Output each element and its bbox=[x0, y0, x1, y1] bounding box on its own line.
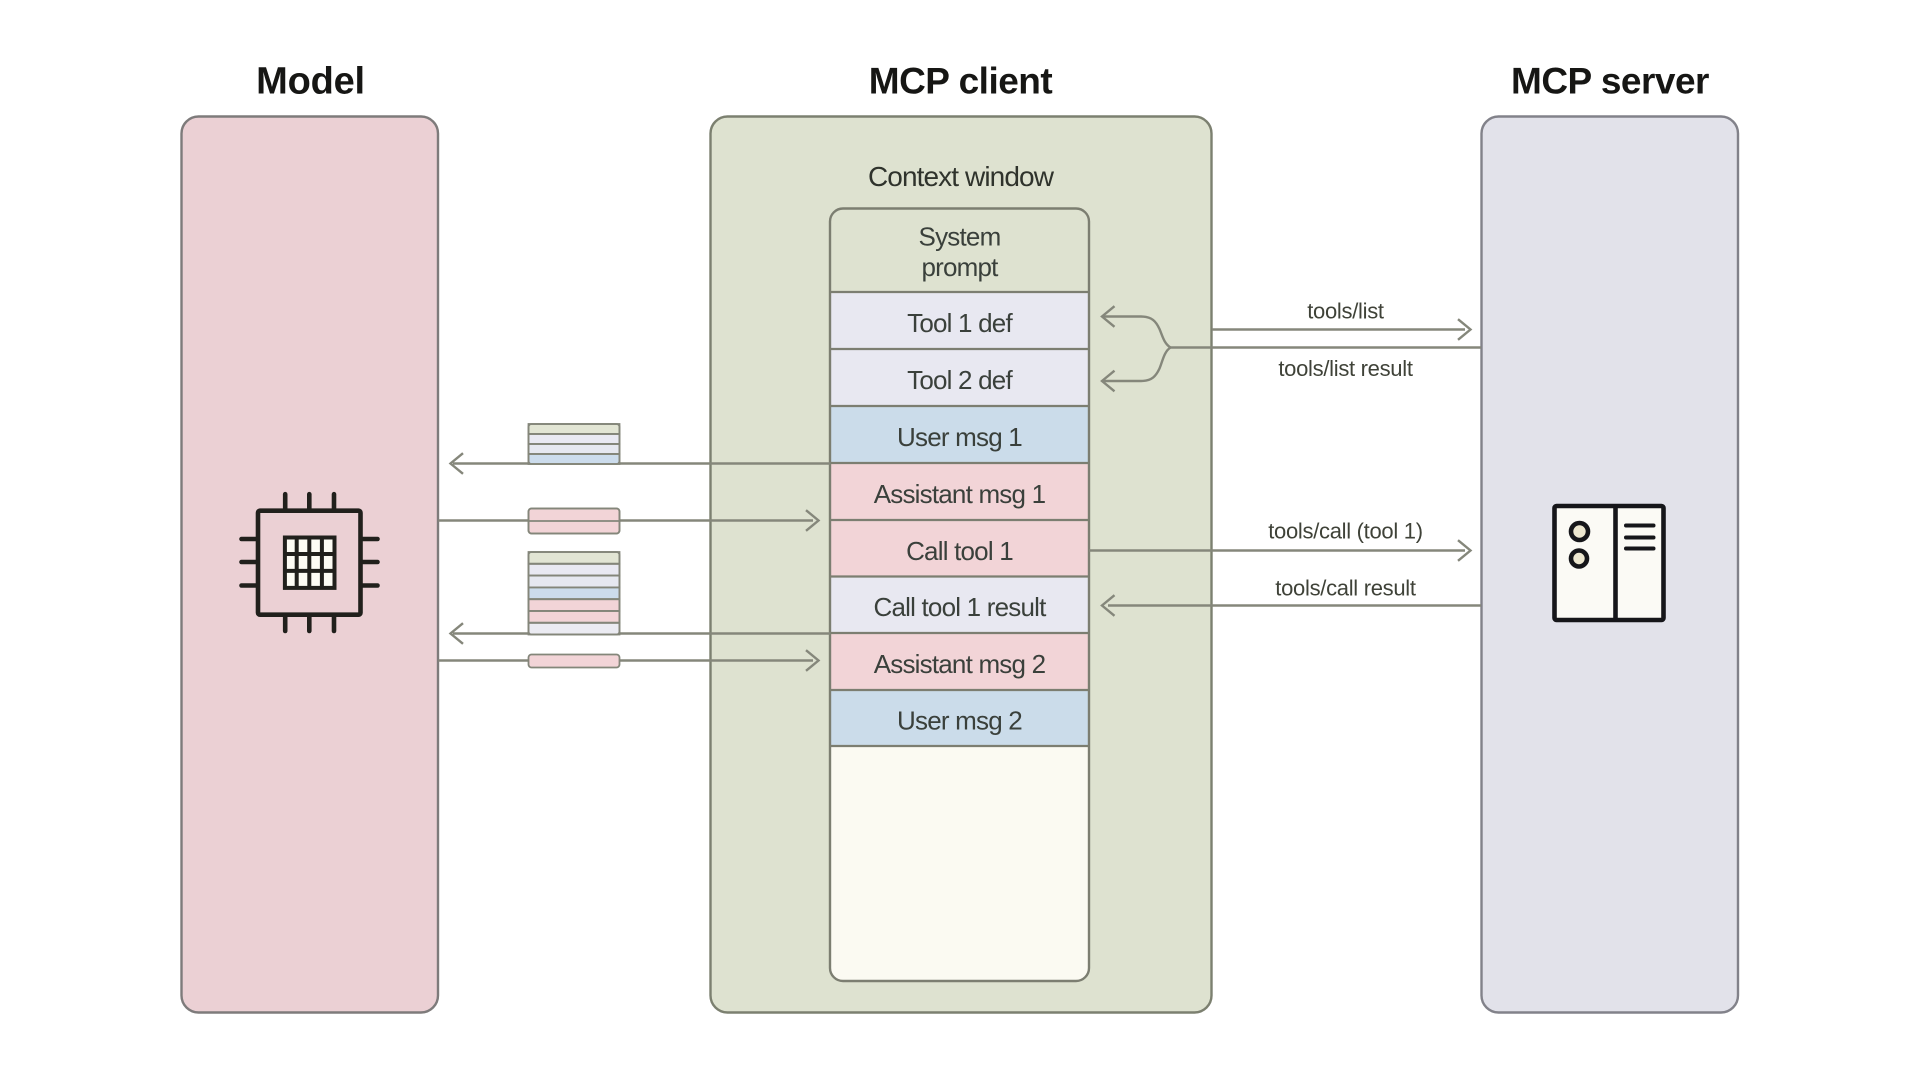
svg-text:Tool 1 def: Tool 1 def bbox=[907, 308, 1013, 338]
svg-text:tools/list result: tools/list result bbox=[1278, 356, 1412, 381]
svg-text:tools/call result: tools/call result bbox=[1275, 576, 1416, 601]
svg-text:tools/list: tools/list bbox=[1307, 299, 1384, 324]
svg-text:User msg 1: User msg 1 bbox=[897, 422, 1022, 452]
svg-text:Call tool 1 result: Call tool 1 result bbox=[873, 592, 1047, 622]
svg-text:Model: Model bbox=[256, 61, 365, 103]
svg-text:Call tool 1: Call tool 1 bbox=[906, 536, 1013, 566]
svg-text:User msg 2: User msg 2 bbox=[897, 706, 1022, 736]
svg-text:System: System bbox=[919, 222, 1001, 252]
svg-text:MCP client: MCP client bbox=[869, 61, 1053, 102]
svg-text:Context window: Context window bbox=[868, 161, 1055, 192]
svg-text:prompt: prompt bbox=[921, 252, 999, 282]
svg-text:MCP server: MCP server bbox=[1511, 61, 1709, 102]
svg-text:Assistant msg 2: Assistant msg 2 bbox=[874, 649, 1046, 679]
svg-text:tools/call (tool 1): tools/call (tool 1) bbox=[1268, 519, 1422, 544]
svg-text:Tool 2 def: Tool 2 def bbox=[907, 365, 1013, 395]
svg-text:Assistant msg 1: Assistant msg 1 bbox=[874, 479, 1046, 509]
